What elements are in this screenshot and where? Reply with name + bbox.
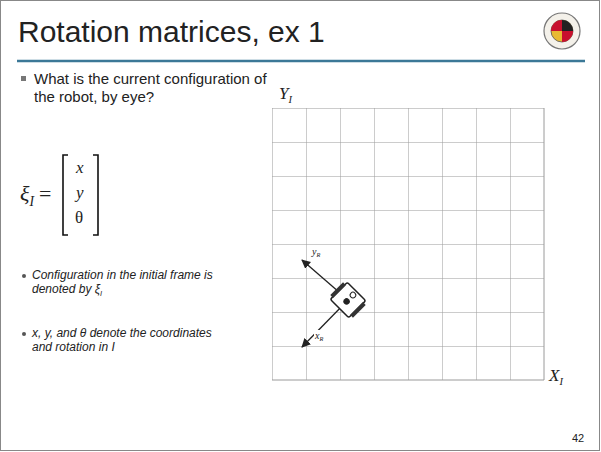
slide-title: Rotation matrices, ex 1 <box>18 14 325 50</box>
vector-bracket <box>63 155 68 235</box>
label-text: y <box>76 183 84 202</box>
label-text: θ <box>75 208 83 227</box>
note-text: x, y, and θ denote the coordinates and r… <box>32 326 232 355</box>
label-text: Configuration in the initial frame is de… <box>32 268 213 296</box>
page-number: 42 <box>572 432 584 445</box>
label-text: ξ <box>20 181 29 206</box>
axis-label: YI <box>279 84 292 106</box>
grid <box>272 108 544 380</box>
vector-entry: y <box>76 183 84 203</box>
vector-entry: x <box>76 158 84 178</box>
robot-axis-label: yR <box>311 246 321 259</box>
robot-axis-label: xR <box>314 330 324 343</box>
title-rule <box>17 60 585 63</box>
axis-label: XI <box>549 366 563 388</box>
note-text: Configuration in the initial frame is de… <box>32 268 232 299</box>
robot <box>328 280 368 320</box>
grid-border <box>272 108 544 380</box>
university-seal <box>544 13 580 49</box>
subscript: I <box>559 376 563 387</box>
config-symbol: ξI = <box>20 181 51 210</box>
vector-bracket <box>93 155 98 235</box>
label-text: x, y, and θ denote the coordinates and r… <box>32 326 212 354</box>
label-text: y <box>312 246 316 257</box>
bullet-square <box>21 76 26 81</box>
title-text: Rotation matrices, ex 1 <box>18 15 325 48</box>
bullet-dot <box>22 274 26 278</box>
subscript: R <box>319 335 323 342</box>
subscript: I <box>100 289 102 298</box>
bullet-dot <box>22 332 26 336</box>
label-text: What is the current configuration of the… <box>34 70 267 105</box>
subscript: I <box>29 194 34 209</box>
label-text: Y <box>279 84 288 103</box>
label-text: = <box>39 181 51 206</box>
subscript: R <box>316 251 320 258</box>
label-text: X <box>549 366 559 385</box>
label-text: x <box>315 330 319 341</box>
label-text: x <box>76 158 84 177</box>
vector-entry: θ <box>75 208 83 228</box>
subscript: I <box>288 94 292 105</box>
label-text: 42 <box>572 432 584 444</box>
question-text: What is the current configuration of the… <box>34 70 270 106</box>
